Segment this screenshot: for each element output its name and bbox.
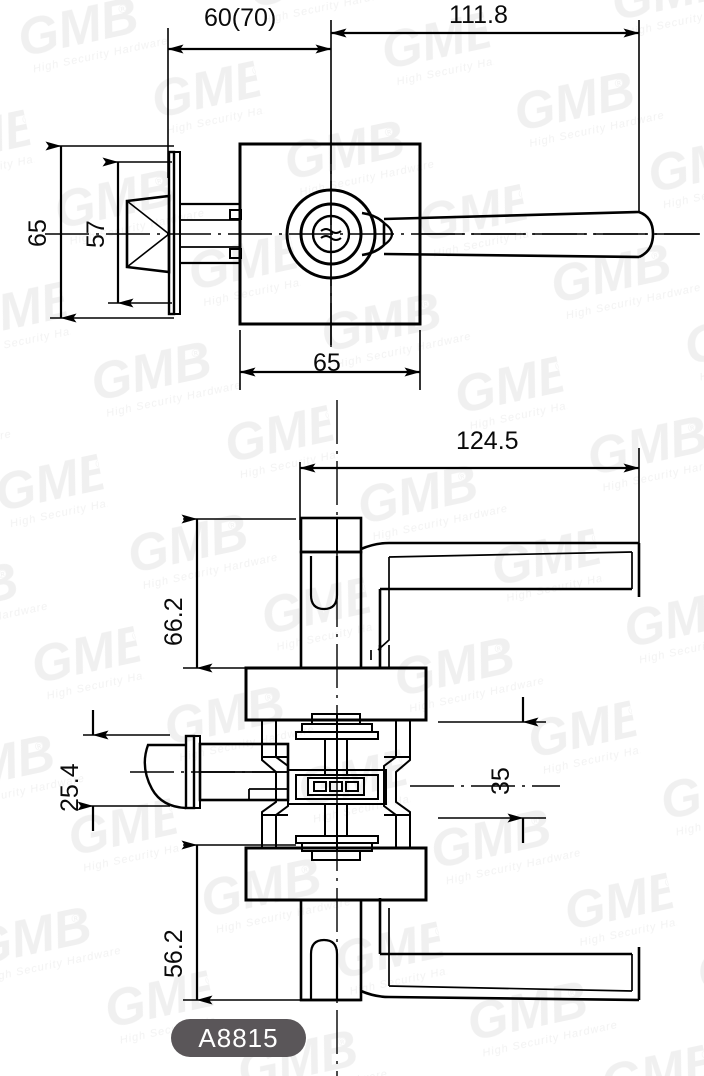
part-number-badge: A8815 xyxy=(171,1019,306,1057)
part-number-label: A8815 xyxy=(198,1022,279,1053)
